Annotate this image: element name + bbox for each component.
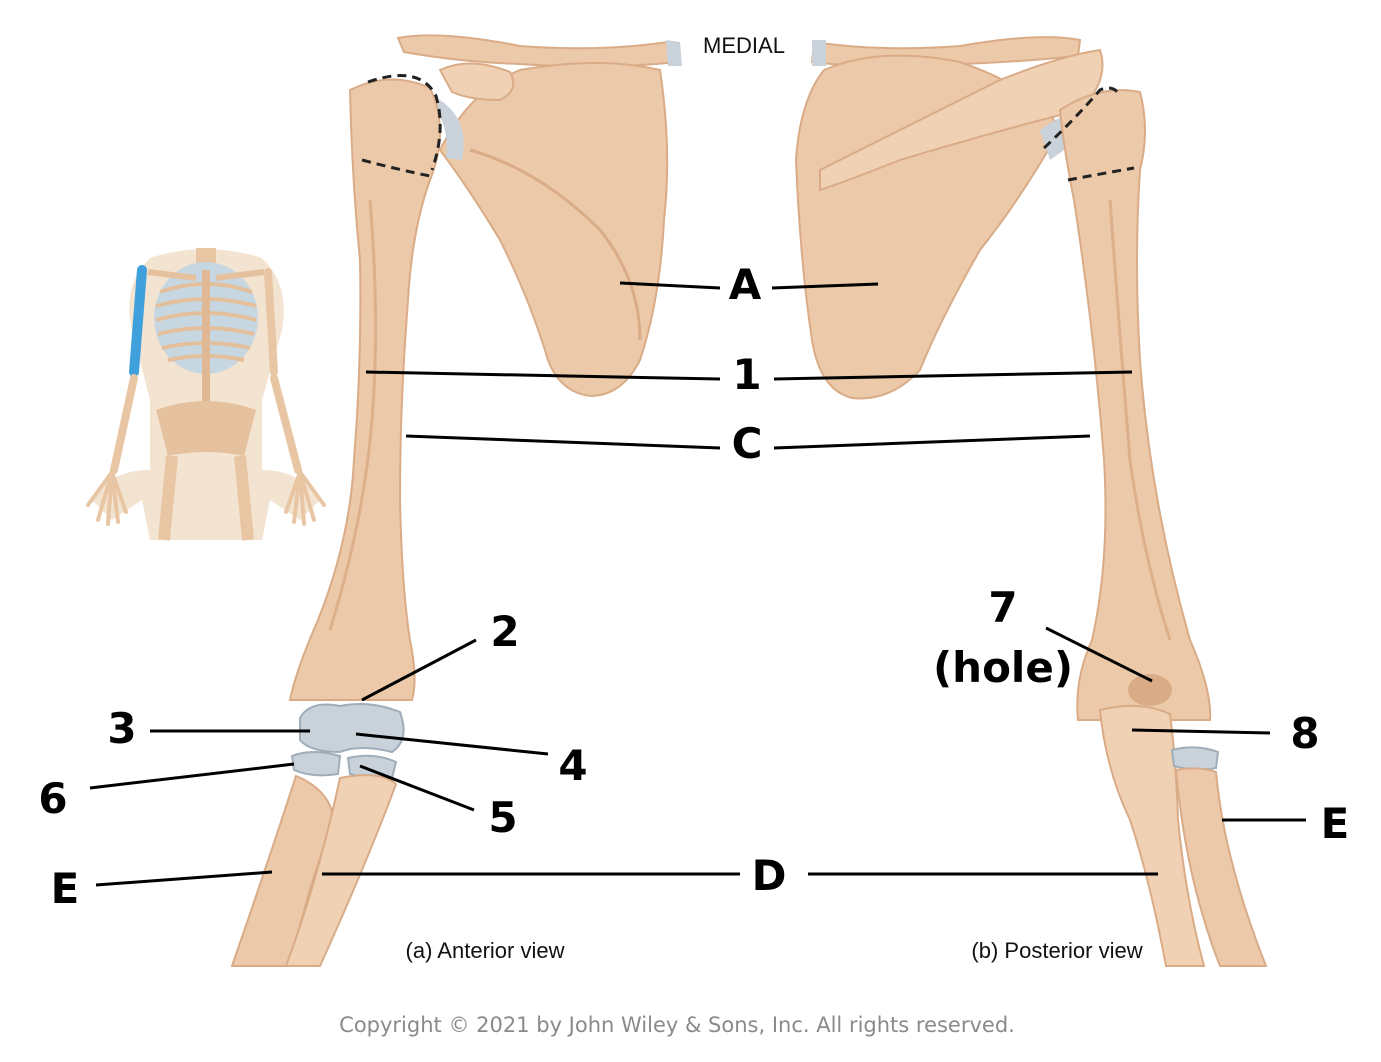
posterior-radius	[1174, 767, 1268, 967]
anterior-clavicle	[396, 34, 680, 68]
anterior-trochlea-capitulum	[299, 703, 405, 754]
anterior-ulna	[284, 774, 398, 967]
label-C: C	[731, 419, 763, 468]
label-E-right: E	[1320, 799, 1350, 848]
label-2: 2	[490, 607, 520, 656]
anterior-view-bones	[230, 34, 682, 967]
label-D: D	[751, 851, 787, 900]
label-6: 6	[38, 774, 68, 823]
label-7-hole-note: (hole)	[932, 643, 1074, 692]
posterior-view-bones	[794, 36, 1268, 967]
posterior-view-caption: (b) Posterior view	[971, 938, 1143, 963]
label-A: A	[728, 260, 762, 309]
label-1: 1	[732, 350, 762, 399]
label-7: 7	[988, 583, 1018, 632]
label-3: 3	[107, 704, 137, 753]
label-4: 4	[558, 741, 588, 790]
copyright-notice: Copyright © 2021 by John Wiley & Sons, I…	[339, 1013, 1015, 1037]
label-E-left: E	[50, 864, 80, 913]
medial-orientation-label: MEDIAL	[703, 33, 785, 58]
posterior-humerus	[1058, 89, 1212, 721]
posterior-scapula	[794, 54, 1062, 400]
leader-lines	[89, 281, 1306, 887]
posterior-ulna	[1098, 704, 1206, 967]
skeleton-inset-thumbnail	[86, 248, 326, 541]
anterior-view-caption: (a) Anterior view	[405, 938, 565, 963]
anterior-humerus	[288, 78, 441, 701]
anterior-scapula	[438, 62, 669, 398]
label-5: 5	[488, 793, 518, 842]
label-8: 8	[1290, 709, 1320, 758]
